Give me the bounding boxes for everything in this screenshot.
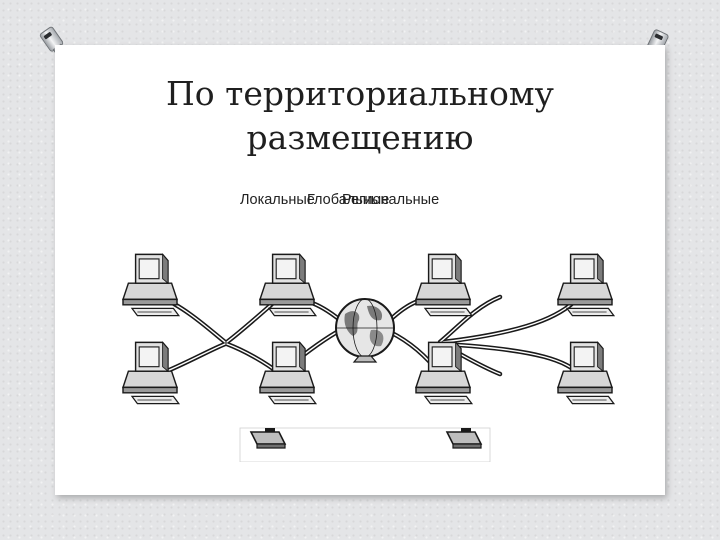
- slide-title-line-2: размещению: [0, 116, 720, 160]
- label-local: Локальные: [240, 192, 315, 208]
- label-regional: Региональные: [342, 192, 439, 208]
- network-diagram: [115, 232, 615, 462]
- slide-title-line-1: По территориальному: [0, 72, 720, 116]
